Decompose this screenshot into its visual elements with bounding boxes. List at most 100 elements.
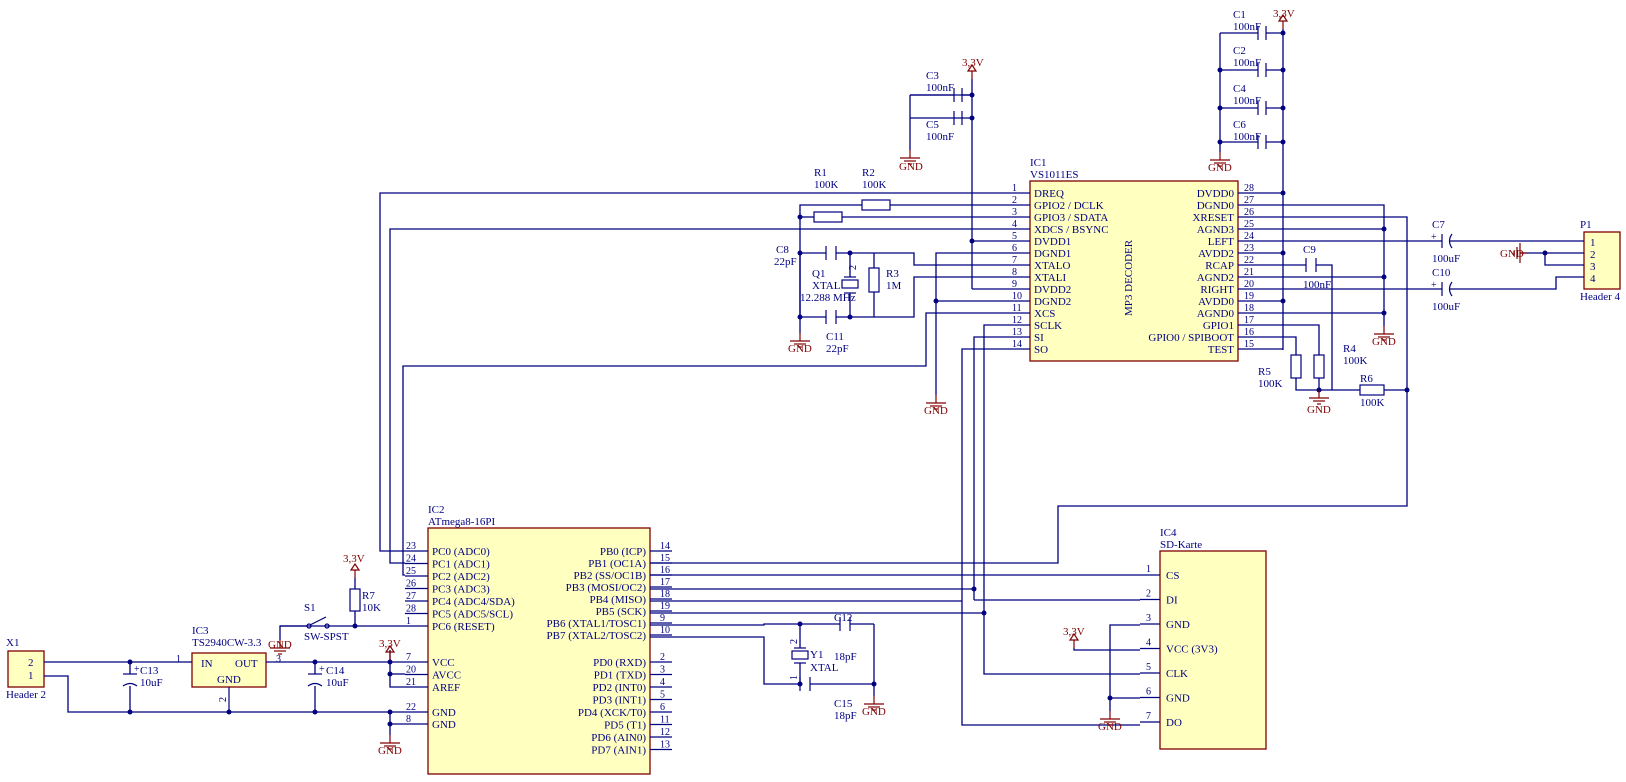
ic2-pin-number: 4 [660,677,665,688]
c12-ref: C12 [834,612,852,624]
ic1-pin-name: DGND1 [1034,248,1071,260]
c9-ref: C9 [1303,244,1316,256]
wires [44,29,1584,735]
r2-resistor: R2 100K [861,167,891,211]
r3-ref: R3 [886,268,899,280]
c12-value: 18pF [834,651,857,663]
y1-pin2: 2 [789,639,800,644]
r6-value: 100K [1360,397,1385,409]
ic1-pin-name: SI [1034,332,1044,344]
c10-ref: C10 [1432,267,1451,279]
ic4-ref: IC4 [1160,527,1177,539]
ic2-pin-number: 17 [660,577,670,588]
ic1-pin-name: DGND0 [1197,200,1235,212]
ic1-pin-number: 9 [1012,279,1017,290]
c3-ref: C3 [926,70,939,82]
ic2-part: ATmega8-16PI [428,516,496,528]
ic1-pin-name: XTALI [1034,272,1066,284]
c2-capacitor: C2 100nF [1233,45,1267,77]
c8-ref: C8 [776,244,789,256]
r6-ref: R6 [1360,373,1373,385]
ic2-pin-name: AVCC [432,670,461,682]
ic3-out: OUT [235,658,258,670]
ic2-pin-number: 10 [660,625,670,636]
ic3-part: TS2940CW-3.3 [192,637,262,649]
c15-value: 18pF [834,710,857,722]
ic1-pin-name: TEST [1208,344,1235,356]
p1-ref: P1 [1580,219,1592,231]
ic1-pin-number: 17 [1244,315,1254,326]
ic1-pin-name: RCAP [1205,260,1234,272]
r1-value: 100K [814,179,839,191]
ic2-pin-name: PD3 (INT1) [593,695,647,707]
x1-header: X1 Header 2 2 1 [6,637,46,701]
ic2-pin-name: PC0 (ADC0) [432,546,490,558]
r1-ref: R1 [814,167,827,179]
ic1-pin-number: 5 [1012,231,1017,242]
ic4-pin-number: 5 [1146,662,1151,673]
ic4-pin-name: DI [1166,595,1178,607]
ic4-pin-number: 4 [1146,638,1151,649]
ic2-pin-name: AREF [432,682,460,694]
ic2-pin-number: 24 [406,554,416,565]
r2-ref: R2 [862,167,875,179]
c2-ref: C2 [1233,45,1246,57]
c15-capacitor: C15 18pF [799,677,857,722]
ic4-pin-name: CLK [1166,668,1188,680]
ic1-pin-name: XRESET [1192,212,1234,224]
c6-ref: C6 [1233,119,1246,131]
ic2-pin-name: VCC [432,657,455,669]
c10-capacitor: C10 + 100uF [1431,267,1460,313]
ic1-pin-name: DVDD1 [1034,236,1071,248]
ic4-pin-number: 2 [1146,589,1151,600]
ic1-pin-name: DREQ [1034,188,1064,200]
vcc-label-ic2: 3,3V [379,638,401,650]
gnd-label-agnd: GND [1372,336,1396,348]
c1-capacitor: C1 100nF [1233,9,1267,40]
c10-value: 100uF [1432,301,1460,313]
ic1-pin-name: GPIO3 / SDATA [1034,212,1108,224]
ic1-pin-number: 10 [1012,291,1022,302]
c7-ref: C7 [1432,219,1445,231]
c11-capacitor: C11 22pF [825,310,849,355]
ic3-regulator: IC3 TS2940CW-3.3 IN OUT GND 1 3 2 [176,625,281,712]
ic1-pin-name: GPIO2 / DCLK [1034,200,1104,212]
ic1-pin-number: 25 [1244,219,1254,230]
ic1-pin-name: DVDD0 [1197,188,1235,200]
r1-resistor: R1 100K [813,167,843,223]
ic4-pin-name: VCC (3V3) [1166,644,1218,656]
ic1-pin-name: SCLK [1034,320,1062,332]
ic4-pin-name: CS [1166,570,1179,582]
gnd-label-p1: GND [1500,248,1524,260]
ic2-pin-name: PB4 (MISO) [589,594,646,606]
r7-value: 10K [362,602,381,614]
ic1-pin-number: 21 [1244,267,1254,278]
ic1-pin-number: 18 [1244,303,1254,314]
ic1-pin-name: LEFT [1208,236,1235,248]
ic1-pin-name: XDCS / BSYNC [1034,224,1109,236]
p1-pin-3: 3 [1590,261,1596,273]
gnd-label-r5: GND [1307,404,1331,416]
ic2-pin-name: PD0 (RXD) [593,657,646,669]
ic1-pin-name: AVDD2 [1198,248,1234,260]
gnd-label-s1: GND [268,639,292,651]
ic2-pin-number: 18 [660,589,670,600]
ic4-pin-name: GND [1166,693,1190,705]
ic2-pin-number: 21 [406,677,416,688]
ic1-pin-name: XCS [1034,308,1055,320]
y1-type: XTAL [810,662,839,674]
ic2-pin-name: PD2 (INT0) [593,682,647,694]
ic1-pin-name: XTALO [1034,260,1070,272]
ic2-pin-name: PC5 (ADC5/SCL) [432,609,513,621]
ic4-pin-number: 1 [1146,564,1151,575]
ic2-pin-name: GND [432,719,456,731]
ic1-pin-number: 23 [1244,243,1254,254]
r5-value: 100K [1258,378,1283,390]
c12-capacitor: C12 18pF [834,612,857,663]
ic4-pin-number: 7 [1146,711,1151,722]
